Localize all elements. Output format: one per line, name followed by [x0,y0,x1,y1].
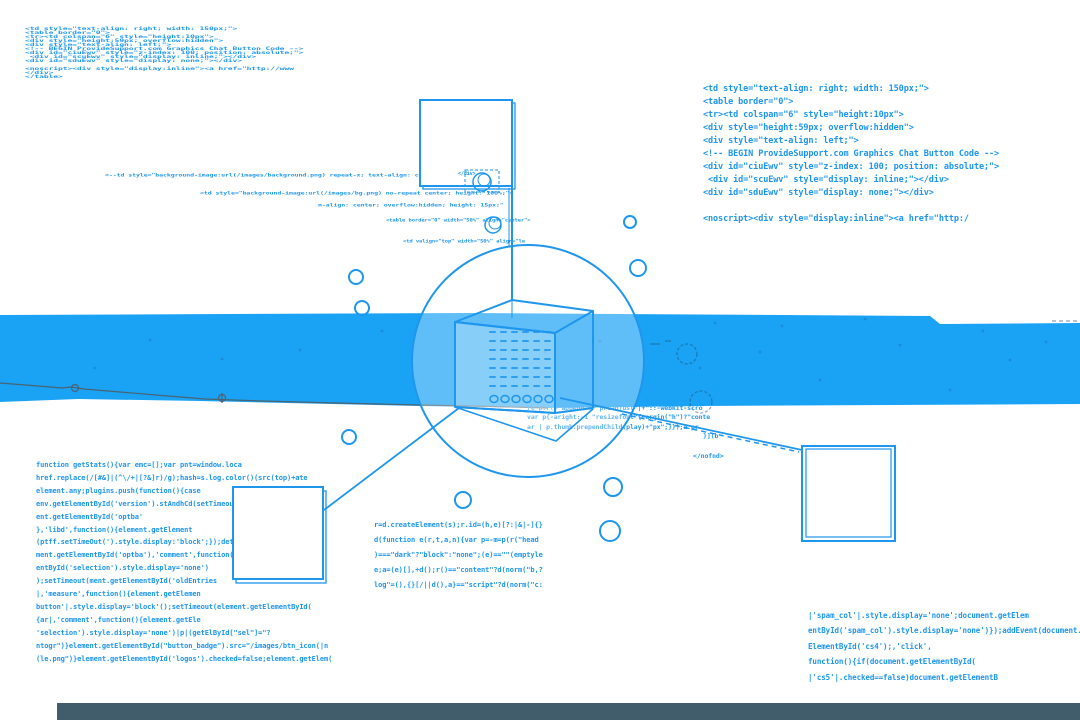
ring-icon [354,300,370,316]
code-fragment-3: n-align: center; overflow:hidden; height… [318,203,504,208]
connector-bottom-left [323,407,460,511]
code-token-nofnd: </nofnd> [693,452,724,460]
bottom-bar [57,703,1080,720]
band-speckles [93,317,1048,392]
node-square-top [419,99,513,187]
code-fragment-6: </div> [458,171,476,177]
ring-icon [341,429,357,445]
center-circle [411,244,645,478]
ring-icon [623,215,637,229]
cube-dot-grid [489,331,551,387]
ring-icon [348,269,364,285]
ring-icon [454,491,472,509]
code-block-center-bottom: r=d.createElement(s);r.id=(h,e)[?:|&|-]{… [374,521,543,589]
node-square-bottom-right [801,445,896,542]
ring-icon [599,520,621,542]
code-block-top-right: <td style="text-align: right; width: 150… [703,84,1000,224]
code-fragment-4: <table border="0" width="50%" align="cen… [386,218,531,224]
code-fragment-5: <td valign="top" width="50%" align="le [403,239,526,245]
ring-icon [603,477,623,497]
cube-oval-row [489,394,554,404]
blue-band [0,313,1080,414]
scattered-rings [341,215,647,542]
node-squares [232,99,896,584]
code-block-bottom-right: |'spam_col'|.style.display='none';docume… [808,611,1080,682]
connector-bottom-right [559,397,803,451]
code-token-brace: }](b [703,432,719,440]
code-block-top-left: <td style="text-align: right; width: 150… [25,26,304,79]
code-block-bottom-left: function getStats(){var emc=[];var pnt=w… [36,461,333,663]
code-fragment-2: <td style="background-image:url(/images/… [200,191,514,196]
scribble-ring-doodle [484,216,502,234]
square-corner-doodle [464,169,500,193]
ring-icon [629,259,647,277]
connector-lines [323,186,803,511]
band-dark-doodles [650,320,1080,414]
connector-bottom-right-dashed [621,413,800,453]
contour-ring-icon [70,383,80,393]
node-square-bottom-left [232,486,324,580]
